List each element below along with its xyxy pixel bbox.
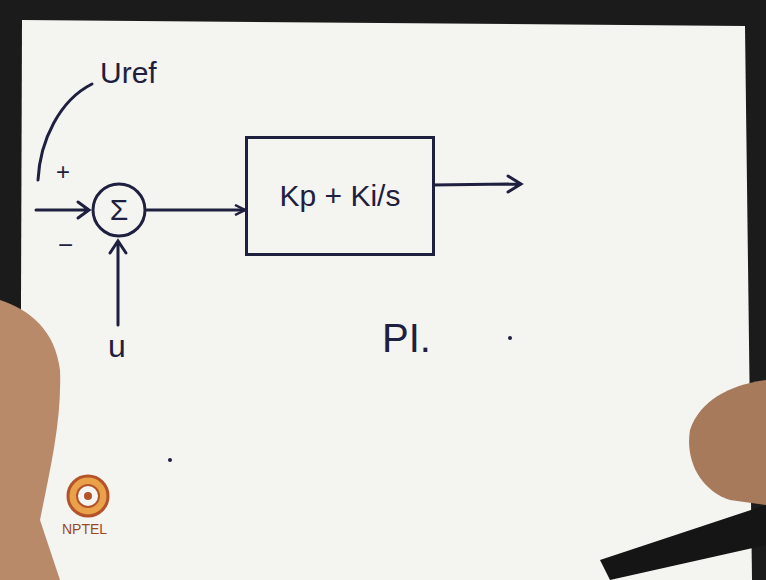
controller-type-label: PI. bbox=[382, 318, 431, 358]
pi-controller-box: Kp + Ki/s bbox=[245, 136, 435, 256]
signal-connector bbox=[147, 209, 245, 212]
right-hand bbox=[689, 380, 766, 505]
stray-dot bbox=[168, 458, 172, 462]
sum-symbol: Σ bbox=[110, 193, 129, 227]
minus-sign: − bbox=[58, 232, 73, 258]
nptel-emblem bbox=[68, 476, 108, 516]
stray-dot bbox=[508, 336, 512, 340]
left-hand bbox=[0, 300, 60, 580]
output-arrow bbox=[432, 176, 521, 192]
feedback-input-arrow bbox=[110, 241, 126, 325]
reference-signal-name: Uref bbox=[100, 58, 157, 88]
nptel-watermark: NPTEL bbox=[62, 522, 107, 536]
summing-junction: Σ bbox=[91, 182, 147, 238]
junction-circle bbox=[93, 184, 145, 236]
marker-pen bbox=[600, 505, 766, 580]
plus-sign: + bbox=[56, 160, 70, 184]
feedback-signal-name: u bbox=[108, 330, 126, 362]
transfer-function: Kp + Ki/s bbox=[280, 179, 401, 213]
paper-sheet bbox=[20, 20, 752, 580]
reference-input-arrow bbox=[36, 202, 89, 218]
